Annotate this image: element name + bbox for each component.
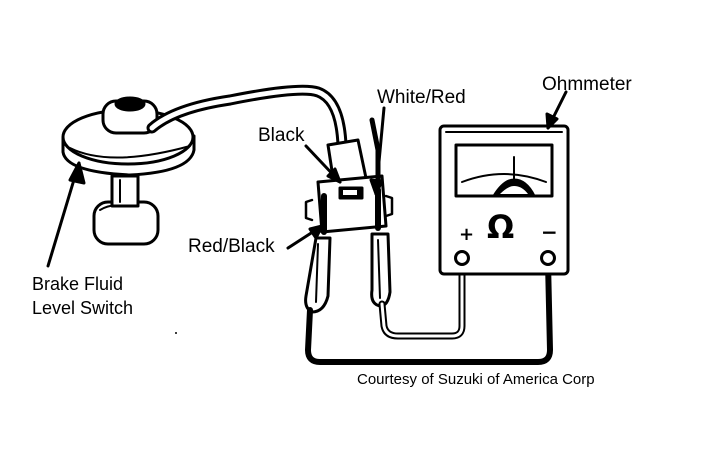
- connector-body: [316, 174, 388, 234]
- leader-arrows: [46, 90, 568, 268]
- connector: [304, 117, 394, 235]
- credit-line: Courtesy of Suzuki of America Corp: [357, 371, 595, 388]
- red-black-wire-label: Red/Black: [188, 236, 275, 257]
- test-leads: [305, 258, 553, 365]
- meter-dial: [454, 143, 554, 198]
- test-probes: [304, 232, 392, 314]
- switch-label-line2: Level Switch: [32, 298, 134, 318]
- black-lead: [305, 259, 553, 365]
- white-red-wire-label: White/Red: [377, 87, 466, 108]
- switch-stem: [110, 174, 140, 208]
- brake-fluid-switch-label: Brake Fluid Level Switch: [32, 272, 133, 320]
- jack-positive: [454, 250, 470, 266]
- black-wire-label: Black: [258, 125, 305, 146]
- switch-label-line1: Brake Fluid: [32, 274, 124, 294]
- stray-mark: [175, 332, 177, 334]
- jack-negative: [540, 250, 556, 266]
- ohm-symbol: Ω: [487, 208, 515, 246]
- ohmmeter-label: Ohmmeter: [542, 74, 632, 95]
- positive-terminal-symbol: +: [459, 224, 475, 245]
- switch-cable: [146, 84, 348, 151]
- negative-terminal-symbol: −: [541, 220, 558, 244]
- ohmmeter: [438, 124, 570, 276]
